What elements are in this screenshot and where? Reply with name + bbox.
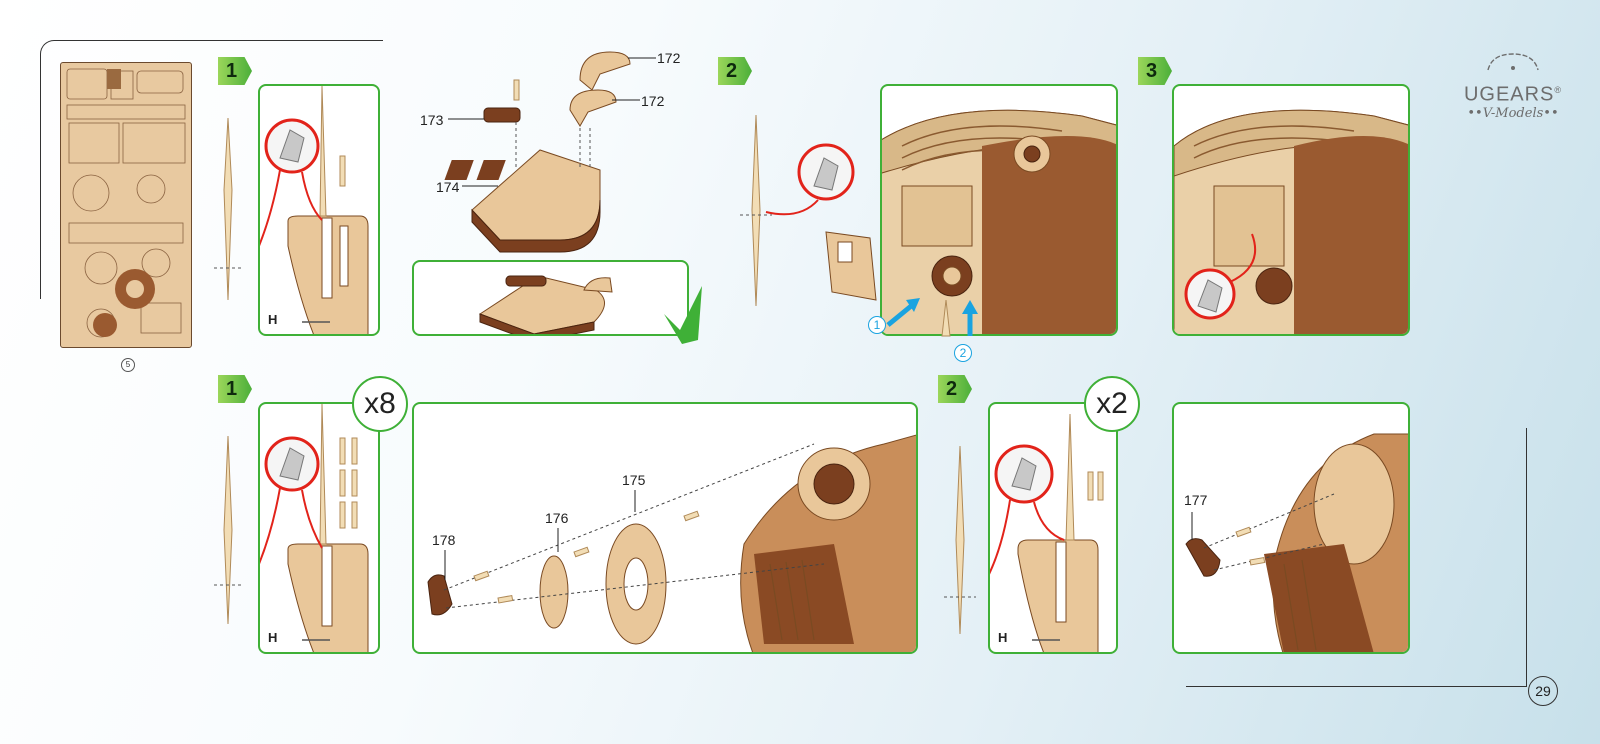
ugears-logo: UGEARS® ••V-Models•• (1448, 40, 1578, 121)
gear-icon (1487, 53, 1539, 71)
quantity-badge-x8: x8 (352, 376, 408, 432)
step-2-bottom: 2 (938, 375, 972, 403)
toothpick-cut-panel-bottom-1: H (258, 402, 380, 654)
top-left-frame-line (40, 40, 383, 299)
part-label-175: 175 (622, 472, 646, 488)
part-label-172-a: 172 (657, 50, 681, 66)
step-1-top: 1 (218, 57, 252, 85)
step-3-top: 3 (1138, 57, 1172, 85)
sizer-mark: H (998, 630, 1008, 645)
tender-result-panel (1172, 84, 1410, 336)
front-plate-assembly-panel: 177 (1172, 402, 1410, 654)
wheel-assembly-panel (412, 402, 918, 654)
tender-result-illustration (1174, 109, 1408, 334)
part-label-172-b: 172 (641, 93, 665, 109)
toothpick-cut-panel-bottom-2: H (988, 402, 1118, 654)
toothpick-cut-panel-top-1: H (258, 84, 380, 336)
part-label-173: 173 (420, 112, 444, 128)
brand-subtitle: ••V-Models•• (1467, 105, 1559, 121)
bottom-right-frame-line (1186, 428, 1527, 687)
assembled-result-panel (412, 260, 689, 336)
cutter-illustration-x2 (990, 413, 1104, 652)
assembly-order-badge-2: 2 (954, 344, 972, 362)
step-1-bottom: 1 (218, 375, 252, 403)
registered-mark: ® (1554, 85, 1563, 95)
part-label-178: 178 (432, 532, 456, 548)
page-number: 29 (1528, 676, 1558, 706)
step-2-top: 2 (718, 57, 752, 85)
sizer-mark: H (268, 312, 278, 327)
toothpick-icon (223, 114, 965, 635)
plywood-sheet (60, 62, 192, 348)
cutter-illustration-x8 (260, 404, 369, 652)
tender-illustration (882, 109, 1116, 334)
sheet-cut-pattern (66, 68, 186, 338)
part-label-174: 174 (436, 179, 460, 195)
part-label-176: 176 (545, 510, 569, 526)
part-label-177: 177 (1184, 492, 1208, 508)
assembly-order-badge-1: 1 (868, 316, 886, 334)
sheet-number: 5 (121, 358, 135, 372)
front-plate-illustration (1185, 433, 1408, 652)
cutter-illustration (260, 86, 369, 334)
assembled-part-illustration (478, 275, 613, 334)
sizer-mark: H (268, 630, 278, 645)
tender-assembly-panel (880, 84, 1118, 336)
wheel-parts-illustration (427, 434, 916, 652)
quantity-badge-x2: x2 (1084, 376, 1140, 432)
brand-name: UGEARS (1463, 83, 1555, 106)
